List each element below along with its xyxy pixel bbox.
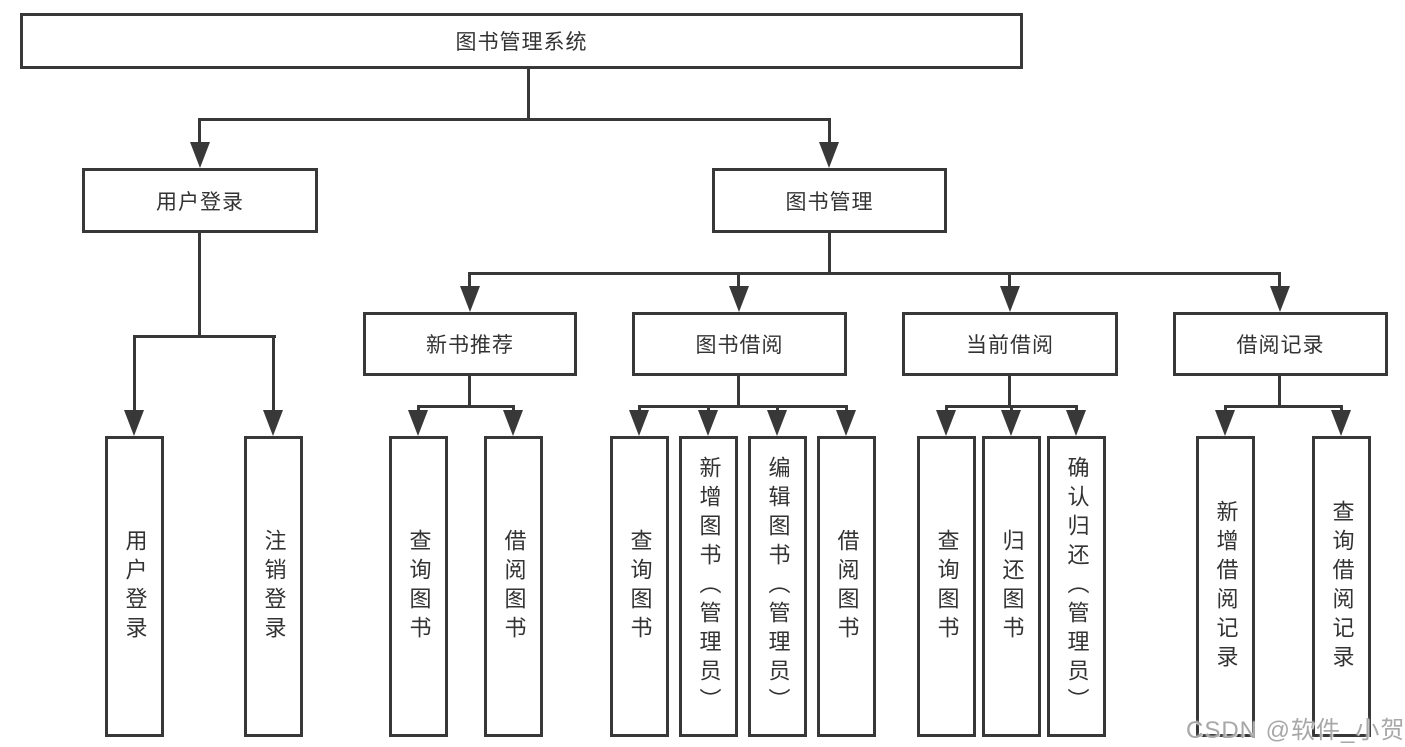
connector-newbook-horizontal <box>417 405 515 408</box>
node-user-login: 用户登录 <box>82 168 318 233</box>
connector-stem-user-login <box>198 121 201 146</box>
arrowhead-bb-leaf2 <box>698 410 718 436</box>
arrowhead-user-login <box>190 142 210 168</box>
leaf-user-login: 用户登录 <box>105 436 164 737</box>
leaf-cb-query-books: 查询图书 <box>917 436 976 737</box>
leaf-bb-edit-books-admin: 编辑图书（管理员） <box>748 436 807 737</box>
arrowhead-leaf-login <box>124 410 144 436</box>
connector-records-vertical <box>1278 376 1281 407</box>
arrowhead-cb-leaf3 <box>1066 410 1086 436</box>
leaf-br-add-record: 新增借阅记录 <box>1196 436 1255 737</box>
arrowhead-nb-leaf1 <box>408 410 428 436</box>
leaf-bb-borrow-books: 借阅图书 <box>817 436 876 737</box>
leaf-cb-return-books: 归还图书 <box>982 436 1041 737</box>
arrowhead-br-leaf2 <box>1331 410 1351 436</box>
connector-userlogin-vertical <box>198 233 201 338</box>
connector-stem-borrow-records <box>1278 275 1281 288</box>
arrowhead-nb-leaf2 <box>503 410 523 436</box>
arrowhead-bb-leaf4 <box>836 410 856 436</box>
connector-bookmgmt-horizontal <box>468 272 1281 275</box>
csdn-watermark: CSDN @软件_小贺同学 <box>1186 717 1405 744</box>
leaf-nb-query-books: 查询图书 <box>389 436 448 737</box>
arrowhead-new-book <box>460 286 480 312</box>
node-new-book-recommend: 新书推荐 <box>363 312 577 376</box>
leaf-logout: 注销登录 <box>244 436 303 737</box>
connector-current-vertical <box>1008 376 1011 408</box>
arrowhead-borrow-records <box>1270 286 1290 312</box>
node-current-borrow: 当前借阅 <box>902 312 1118 376</box>
arrowhead-bb-leaf3 <box>767 410 787 436</box>
connector-userlogin-horizontal <box>133 335 276 338</box>
arrowhead-cb-leaf2 <box>1001 410 1021 436</box>
connector-stem-leaf-logout <box>272 338 275 413</box>
connector-borrow-horizontal <box>638 405 848 408</box>
leaf-bb-query-books: 查询图书 <box>610 436 669 737</box>
connector-current-horizontal <box>945 405 1078 408</box>
connector-bookmgmt-vertical <box>828 233 831 275</box>
node-borrow-records: 借阅记录 <box>1173 312 1388 376</box>
arrowhead-cb-leaf1 <box>936 410 956 436</box>
connector-stem-book-management <box>828 121 831 146</box>
arrowhead-bb-leaf1 <box>629 410 649 436</box>
arrowhead-leaf-logout <box>263 410 283 436</box>
connector-root-vertical <box>527 69 530 121</box>
arrowhead-book-borrow <box>729 286 749 312</box>
arrowhead-book-management <box>819 142 839 168</box>
connector-stem-book-borrow <box>737 275 740 288</box>
connector-stem-new-book <box>468 275 471 288</box>
connector-stem-current-borrow <box>1008 275 1011 288</box>
connector-root-horizontal <box>198 118 831 121</box>
leaf-nb-borrow-books: 借阅图书 <box>484 436 543 737</box>
node-root: 图书管理系统 <box>20 13 1023 69</box>
connector-newbook-vertical <box>468 376 471 408</box>
connector-records-horizontal <box>1224 405 1343 408</box>
connector-stem-leaf-login <box>133 338 136 413</box>
arrowhead-current-borrow <box>1000 286 1020 312</box>
leaf-bb-add-books-admin: 新增图书（管理员） <box>679 436 738 737</box>
node-book-borrow: 图书借阅 <box>632 312 847 376</box>
connector-borrow-vertical <box>737 376 740 408</box>
leaf-br-query-record: 查询借阅记录 <box>1312 436 1371 737</box>
arrowhead-br-leaf1 <box>1215 410 1235 436</box>
leaf-cb-confirm-return-admin: 确认归还（管理员） <box>1047 436 1106 737</box>
node-book-management: 图书管理 <box>712 168 947 233</box>
